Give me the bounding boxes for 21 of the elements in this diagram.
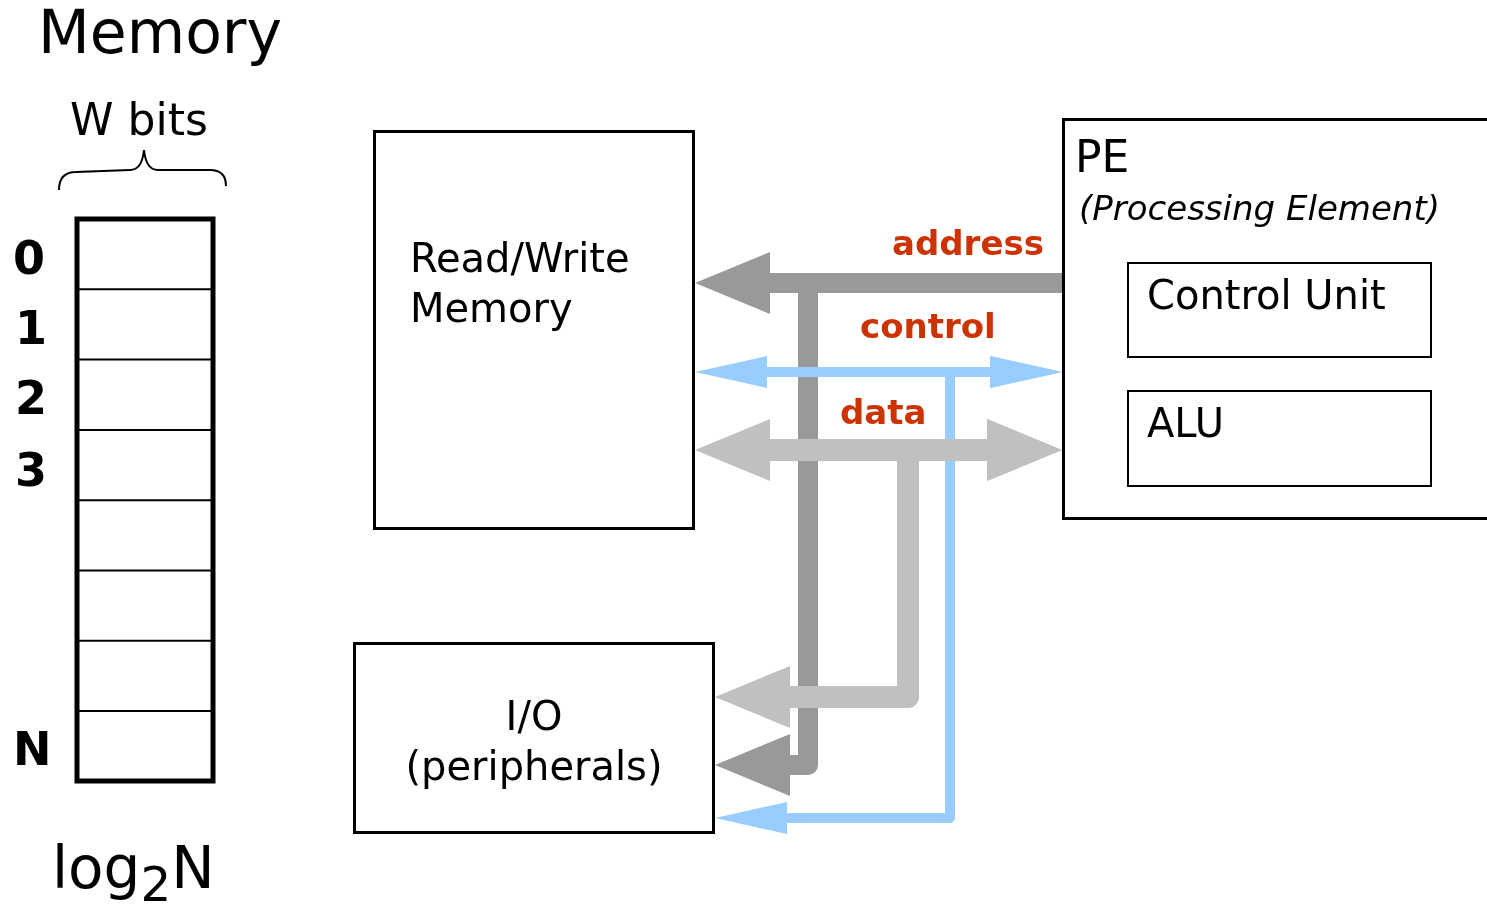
box-label: Control Unit xyxy=(1147,271,1386,320)
box-label: ALU xyxy=(1147,399,1224,448)
alu-box xyxy=(1127,390,1432,487)
box-subtitle: (Processing Element) xyxy=(1079,187,1440,230)
box-title: PE xyxy=(1075,130,1130,184)
processing-element-box xyxy=(1062,118,1487,520)
bus-arrow xyxy=(695,356,1062,388)
address-number: N xyxy=(13,722,52,778)
box-label: Read/Write Memory xyxy=(410,234,631,333)
bus-arrow xyxy=(695,419,1062,481)
control-unit-box xyxy=(1127,262,1432,358)
box-label: I/O (peripherals) xyxy=(404,692,664,791)
address-number: 2 xyxy=(15,371,47,427)
memory-box xyxy=(373,130,695,530)
depth-label: log$_{2}$N xyxy=(52,834,215,906)
io-box xyxy=(353,642,715,834)
address-number: 1 xyxy=(15,301,47,357)
address-number: 3 xyxy=(15,443,47,499)
address-number: 0 xyxy=(13,231,45,287)
width-label: W bits xyxy=(70,94,208,147)
heading: Memory xyxy=(38,0,282,68)
